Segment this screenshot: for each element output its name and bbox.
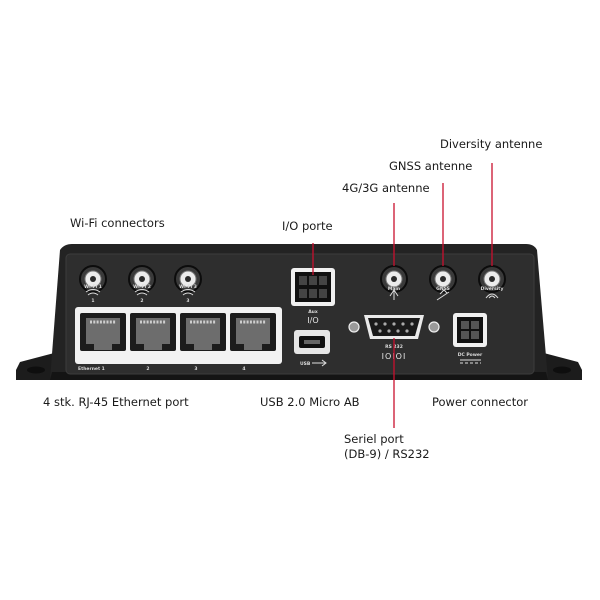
label-diversity-antenna: Diversity antenne — [440, 137, 543, 151]
cellular-antenna-connector — [380, 265, 408, 300]
ethernet-4-marking: 4 — [242, 366, 245, 372]
callout-lines — [312, 163, 493, 428]
ethernet-port-3 — [180, 313, 226, 351]
label-serial-port-line1: Seriel port — [344, 432, 404, 446]
power-connector-socket — [453, 313, 487, 347]
wifi-connector-3: 3 — [174, 265, 202, 304]
label-power-connector: Power connector — [432, 395, 529, 409]
svg-text:1: 1 — [91, 298, 94, 304]
wifi-3-marking: Wi-Fi 3 — [179, 284, 197, 290]
label-serial-port-line2: (DB-9) / RS232 — [344, 447, 430, 461]
aux-marking: Aux — [308, 309, 318, 315]
ethernet-port-4 — [230, 313, 276, 351]
label-wifi-connectors: Wi-Fi connectors — [70, 216, 165, 230]
diversity-antenna-marking: Diversity — [481, 286, 504, 292]
ethernet-1-marking: Ethernet 1 — [78, 366, 105, 372]
wifi-2-marking: Wi-Fi 2 — [133, 284, 151, 290]
io-connector — [291, 268, 335, 306]
io-marking: I/O — [307, 316, 318, 325]
label-gnss-antenna: GNSS antenne — [389, 159, 473, 173]
left-mounting-flange — [16, 352, 62, 380]
diversity-antenna-connector — [478, 265, 506, 299]
wifi-connector-2: 2 — [128, 265, 156, 304]
label-ethernet-ports: 4 stk. RJ-45 Ethernet port — [43, 395, 189, 409]
svg-text:2: 2 — [140, 298, 143, 304]
ethernet-port-2 — [130, 313, 176, 351]
usb-micro-ab-port — [294, 330, 330, 354]
usb-marking: USB — [300, 361, 311, 367]
ethernet-3-marking: 3 — [194, 366, 197, 372]
wifi-1-marking: Wi-Fi 1 — [84, 284, 102, 290]
svg-text:3: 3 — [186, 298, 189, 304]
dc-power-marking: DC Power — [458, 352, 483, 358]
serial-db9-connector — [348, 315, 440, 339]
main-antenna-marking: Main — [388, 286, 400, 292]
right-mounting-flange — [536, 352, 582, 380]
label-io-port: I/O porte — [282, 219, 333, 233]
gnss-antenna-marking: GNSS — [436, 286, 450, 292]
ethernet-2-marking: 2 — [146, 366, 149, 372]
ethernet-port-1 — [80, 313, 126, 351]
wifi-connector-1: 1 — [79, 265, 107, 304]
label-usb-port: USB 2.0 Micro AB — [260, 395, 360, 409]
label-cellular-antenna: 4G/3G antenne — [342, 181, 430, 195]
